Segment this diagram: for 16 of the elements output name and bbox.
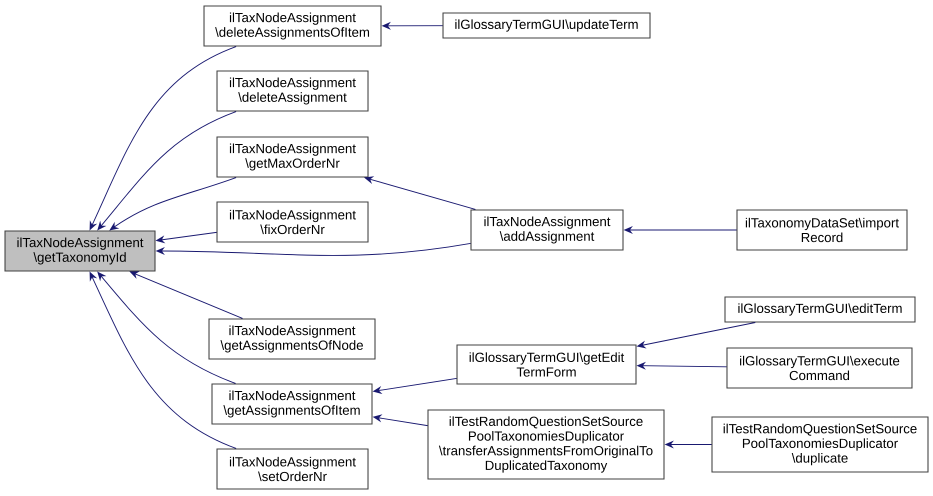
function-box: ilGlossaryTermGUI\editTerm (724, 296, 916, 323)
function-box: ilTaxNodeAssignment \deleteAssignmentsOfItem (203, 5, 382, 47)
function-box: ilGlossaryTermGUI\updateTerm (442, 12, 651, 39)
function-box: ilTaxNodeAssignment \getAssignmentsOfNode (208, 318, 376, 360)
function-box: ilTaxNodeAssignment \getTaxonomyId (4, 230, 156, 272)
function-box: ilTaxNodeAssignment \deleteAssignment (216, 70, 369, 112)
function-box: ilTestRandomQuestionSetSource PoolTaxonomiesDuplicator \transferAssignmentsFromOriginalTo DuplicatedTaxonomy (427, 409, 665, 480)
function-box: ilGlossaryTermGUI\getEdit TermForm (456, 344, 637, 385)
function-box: ilTaxonomyDataSet\import Record (736, 209, 908, 251)
function-box: ilTaxNodeAssignment \addAssignment (470, 209, 624, 251)
function-box: ilTaxNodeAssignment \getAssignmentsOfItem (211, 383, 373, 425)
function-box: ilTaxNodeAssignment \setOrderNr (216, 448, 369, 490)
function-box: ilTaxNodeAssignment \fixOrderNr (216, 201, 369, 243)
function-box: ilTaxNodeAssignment \getMaxOrderNr (216, 136, 369, 178)
function-box: ilGlossaryTermGUI\execute Command (726, 347, 913, 389)
function-box: ilTestRandomQuestionSetSource PoolTaxonomiesDuplicator \duplicate (711, 416, 929, 473)
